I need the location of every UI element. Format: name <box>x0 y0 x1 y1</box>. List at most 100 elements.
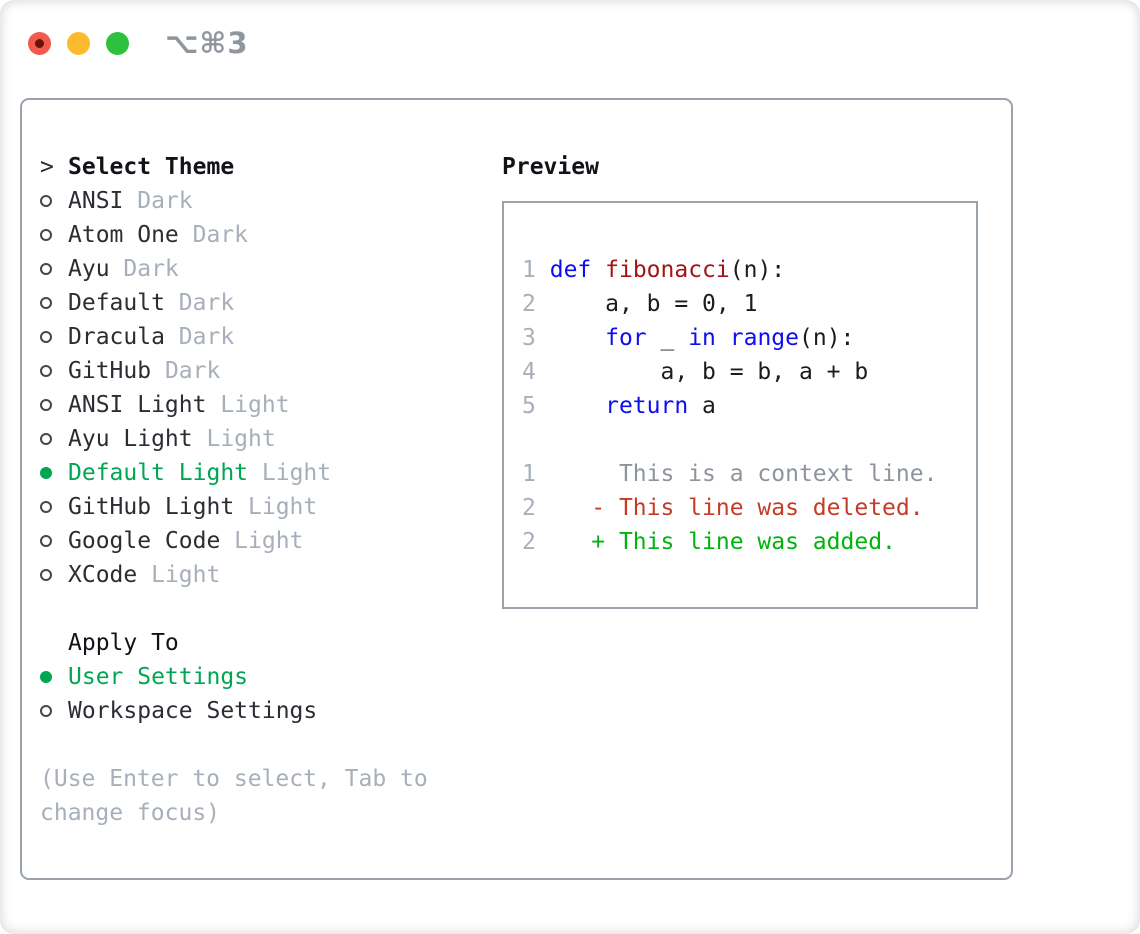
preview-line <box>522 559 976 593</box>
pointer-icon: > <box>40 154 54 180</box>
preview-line: 1 This is a context line. <box>522 457 976 491</box>
preview-line: 2 + This line was added. <box>522 525 976 559</box>
theme-variant: Dark <box>164 358 221 384</box>
traffic-lights <box>28 31 129 55</box>
gutter <box>40 263 68 275</box>
theme-variant: Dark <box>123 256 179 282</box>
theme-variant: Dark <box>178 324 235 350</box>
theme-option[interactable]: Default Light Light <box>40 456 490 490</box>
theme-variant: Light <box>220 392 290 418</box>
preview-line: 2 a, b = 0, 1 <box>522 287 976 321</box>
shortcut-label: ⌥⌘3 <box>165 26 249 60</box>
line-code: def fibonacci(n): <box>549 257 786 283</box>
radio-icon <box>40 569 52 581</box>
line-code: a, b = 0, 1 <box>535 291 758 317</box>
line-number: 2 <box>522 495 536 521</box>
theme-variant: Dark <box>137 188 193 214</box>
gutter <box>40 331 68 343</box>
theme-name: Ayu <box>68 256 124 282</box>
theme-name: GitHub Light <box>68 494 249 520</box>
theme-name: ANSI Light <box>68 392 221 418</box>
radio-icon <box>40 399 52 411</box>
line-code: a, b = b, a + b <box>535 359 869 385</box>
theme-option[interactable]: Ayu Dark <box>40 252 490 286</box>
theme-option[interactable]: Ayu Light Light <box>40 422 490 456</box>
line-number: 5 <box>522 393 536 419</box>
preview-line <box>522 219 976 253</box>
radio-icon <box>40 263 52 275</box>
preview-pane: Preview 1 def fibonacci(n):2 a, b = 0, 1… <box>502 150 978 609</box>
line-number: 2 <box>522 529 536 555</box>
gutter <box>40 501 68 513</box>
radio-icon <box>40 705 52 717</box>
line-code: This is a context line. <box>535 461 938 487</box>
radio-icon <box>40 671 52 683</box>
theme-name: Default <box>68 290 179 316</box>
theme-name: Default Light <box>68 460 262 486</box>
radio-icon <box>40 229 52 241</box>
apply-to-option[interactable]: User Settings <box>40 660 490 694</box>
apply-to-option[interactable]: Workspace Settings <box>40 694 490 728</box>
titlebar: ⌥⌘3 <box>28 26 249 60</box>
theme-option[interactable]: Dracula Dark <box>40 320 490 354</box>
select-theme-title: Select Theme <box>68 154 235 180</box>
line-code: for _ in range(n): <box>605 325 855 351</box>
radio-icon <box>40 297 52 309</box>
preview-title: Preview <box>502 154 599 180</box>
theme-name: XCode <box>68 562 152 588</box>
theme-option[interactable]: XCode Light <box>40 558 490 592</box>
theme-list: ANSI Dark Atom One Dark Ayu Dark Default… <box>40 184 490 592</box>
line-number: 2 <box>522 291 536 317</box>
line-code: return a <box>605 393 716 419</box>
line-number: 1 <box>522 461 536 487</box>
maximize-button[interactable] <box>106 31 129 55</box>
preview-line: 5 return a <box>522 389 976 423</box>
preview-line: 2 - This line was deleted. <box>522 491 976 525</box>
theme-name: GitHub <box>68 358 165 384</box>
radio-icon <box>40 501 52 513</box>
close-button[interactable] <box>28 31 51 55</box>
theme-name: ANSI <box>68 188 138 214</box>
preview-line: 4 a, b = b, a + b <box>522 355 976 389</box>
preview-line: 1 def fibonacci(n): <box>522 253 976 287</box>
radio-icon <box>40 535 52 547</box>
apply-to-list: User Settings Workspace Settings <box>40 660 490 728</box>
line-number: 1 <box>522 257 536 283</box>
theme-picker-column: > Select Theme ANSI Dark Atom One Dark A… <box>40 150 490 830</box>
theme-option[interactable]: GitHub Dark <box>40 354 490 388</box>
minimize-button[interactable] <box>67 31 90 55</box>
line-code: + This line was added. <box>535 529 896 555</box>
theme-option[interactable]: Default Dark <box>40 286 490 320</box>
apply-option-label: User Settings <box>68 664 249 690</box>
line-code: - This line was deleted. <box>535 495 924 521</box>
apply-to-header: Apply To <box>40 626 490 660</box>
preview-line: 3 for _ in range(n): <box>522 321 976 355</box>
theme-option[interactable]: ANSI Dark <box>40 184 490 218</box>
theme-option[interactable]: Google Code Light <box>40 524 490 558</box>
gutter <box>40 671 68 683</box>
radio-icon <box>40 433 52 445</box>
theme-picker-panel: > Select Theme ANSI Dark Atom One Dark A… <box>20 98 1013 880</box>
preview-header: Preview <box>502 150 978 184</box>
gutter <box>40 297 68 309</box>
gutter <box>40 365 68 377</box>
theme-variant: Dark <box>192 222 249 248</box>
select-theme-header: > Select Theme <box>40 150 490 184</box>
gap <box>40 592 490 626</box>
gap <box>40 728 490 762</box>
gutter <box>40 535 68 547</box>
theme-name: Google Code <box>68 528 235 554</box>
theme-option[interactable]: GitHub Light Light <box>40 490 490 524</box>
apply-to-title: Apply To <box>68 630 179 656</box>
gutter <box>40 433 68 445</box>
gutter <box>40 229 68 241</box>
preview-line <box>522 423 976 457</box>
line-number: 4 <box>522 359 536 385</box>
theme-variant: Light <box>248 494 318 520</box>
line-number: 3 <box>522 325 536 351</box>
theme-name: Atom One <box>68 222 193 248</box>
theme-option[interactable]: Atom One Dark <box>40 218 490 252</box>
gutter <box>40 467 68 479</box>
theme-option[interactable]: ANSI Light Light <box>40 388 490 422</box>
